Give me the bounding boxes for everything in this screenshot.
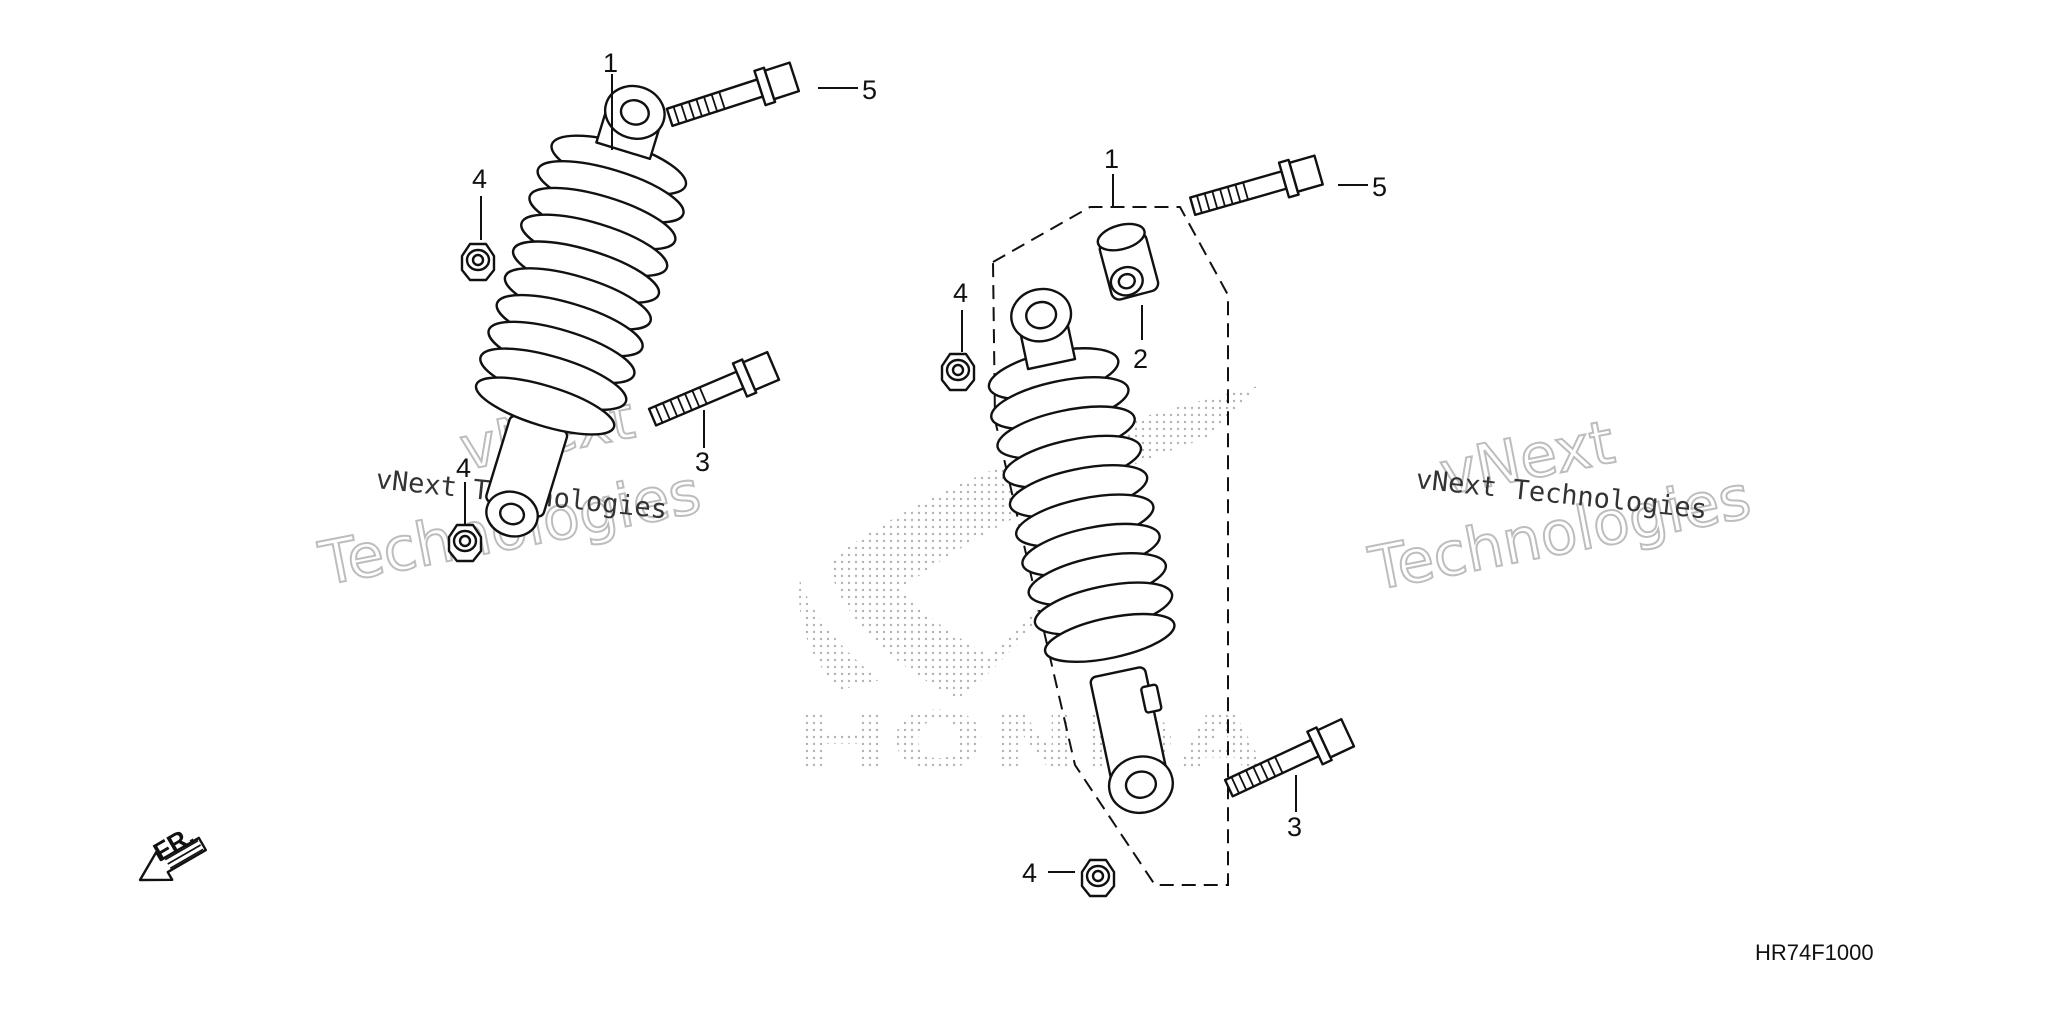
callout-right-nut-top: 4 — [953, 278, 968, 308]
right-shock-absorber — [987, 287, 1176, 815]
left-bottom-nut — [447, 523, 483, 563]
callout-right-bolt-top: 5 — [1372, 172, 1387, 202]
left-top-nut — [460, 242, 496, 282]
left-leader-lines — [464, 74, 858, 525]
callout-left-nut-top: 4 — [472, 164, 487, 194]
callout-right-group: 1 — [1104, 144, 1119, 174]
left-top-bolt — [665, 61, 801, 128]
honda-logo-text: HONDA — [795, 697, 1265, 787]
diagram-code: HR74F1000 — [1755, 940, 1874, 965]
callout-left-shock: 1 — [603, 48, 618, 78]
left-shock-absorber — [474, 84, 688, 538]
right-bottom-bolt — [1223, 717, 1356, 798]
watermark-right: vNext Technologies vNext Technologies — [1363, 407, 1758, 606]
right-bottom-nut — [1080, 858, 1116, 898]
right-leader-lines — [961, 174, 1368, 873]
right-bushing — [1096, 222, 1160, 301]
callout-left-bolt-top: 5 — [862, 75, 877, 105]
callout-left-bolt-mid: 3 — [695, 447, 710, 477]
right-top-nut — [940, 352, 976, 392]
callout-right-bolt-bottom: 3 — [1287, 812, 1302, 842]
callout-right-bushing: 2 — [1133, 344, 1148, 374]
callout-right-nut-bottom: 4 — [1022, 858, 1037, 888]
left-mid-bolt — [647, 350, 781, 427]
callout-left-nut-bottom: 4 — [456, 453, 471, 483]
right-top-bolt — [1188, 154, 1324, 217]
front-direction-arrow-icon — [138, 836, 208, 882]
